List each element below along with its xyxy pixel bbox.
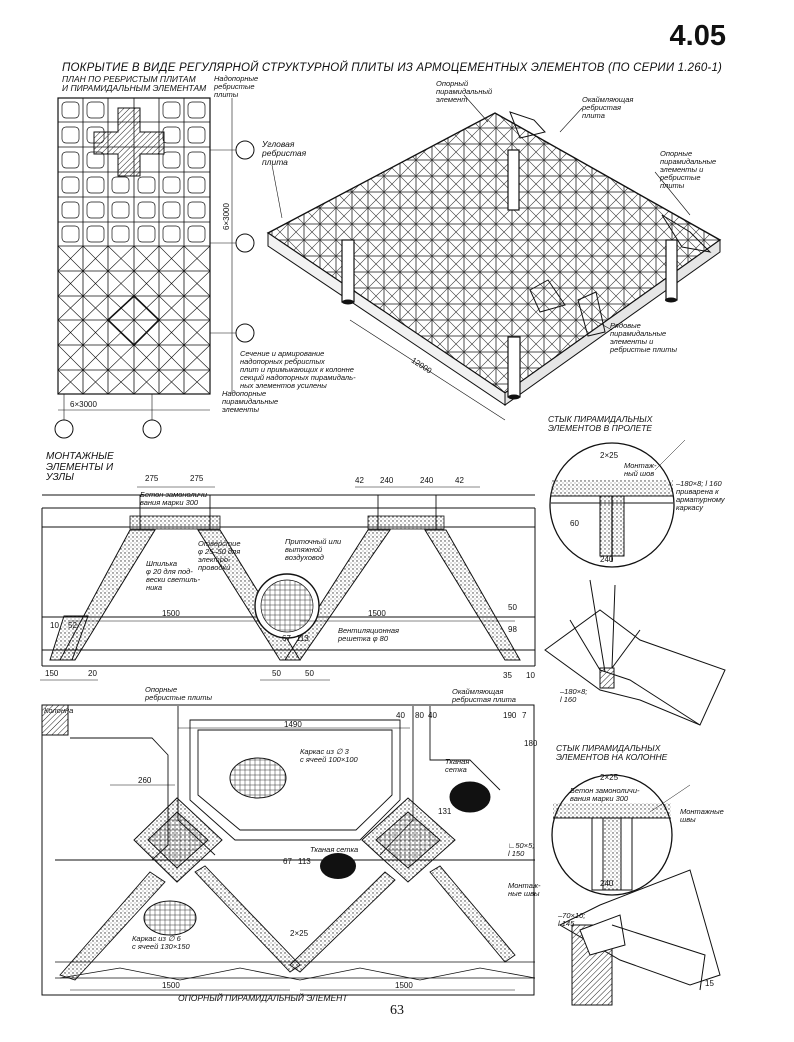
section-dim: 10	[50, 621, 59, 630]
planb-frame1: Каркас из ∅ 3 с ячеей 100×100	[300, 747, 358, 764]
detail2-dim: 240	[600, 879, 614, 888]
plan-caption: ПЛАН ПО РЕБРИСТЫМ ПЛИТАМ И ПИРАМИДАЛЬНЫМ…	[62, 74, 207, 93]
section-dim: 275	[190, 474, 204, 483]
axon-label-corner: Угловая ребристая плита	[262, 139, 307, 167]
page-number: 4.05	[669, 20, 726, 52]
planb-dim: 7	[522, 711, 527, 720]
detail2-weld: Монтажные швы	[680, 807, 724, 824]
plan-note: Сечение и армирование надопорных ребрист…	[240, 349, 356, 390]
planb-dim: 113	[298, 857, 311, 866]
detail1-plate: –180×8; l 160	[560, 687, 588, 704]
section-elevation	[40, 486, 536, 681]
planb-mesh2: Тканая сетка	[310, 845, 359, 854]
sheet-title: ПОКРЫТИЕ В ВИДЕ РЕГУЛЯРНОЙ СТРУКТУРНОЙ П…	[62, 62, 723, 74]
planb-dim: 40	[428, 711, 437, 720]
planb-frame2: Каркас из ∅ 6 с ячеей 130×150	[132, 934, 190, 951]
section-duct-note: Приточный или вытяжной воздуховод	[285, 537, 342, 562]
section-dim: 35	[503, 671, 512, 680]
section-dim: 98	[508, 625, 517, 634]
section-caption: МОНТАЖНЫЕ ЭЛЕМЕНТЫ И УЗЛЫ	[46, 451, 114, 483]
detail2-dim: 2×25	[600, 773, 619, 782]
planb-dim: 67	[283, 857, 292, 866]
section-concrete-note: Бетон замоноличи- вания марки 300	[140, 490, 210, 507]
planb-label-ribbed: Опорные ребристые плиты	[145, 685, 212, 702]
axon-label-row: Рядовые пирамидальные элементы и ребрист…	[610, 321, 677, 354]
section-dim: 240	[420, 476, 434, 485]
plan-label-top: Надопорные ребристые плиты	[214, 74, 259, 99]
planb-dim: 1500	[162, 981, 180, 990]
planb-label-edge: Окаймляющая ребристая плита	[452, 687, 516, 704]
section-dim: 42	[455, 476, 464, 485]
detail-joint-column	[551, 774, 673, 896]
footer-page-number: 63	[390, 1003, 404, 1018]
plan-label-bottom: Надопорные пирамидальные элементы	[222, 389, 279, 414]
plan-dim-bottom: 6×3000	[70, 400, 97, 409]
detail1-spec: –180×8; l 160 приварена к арматурному ка…	[676, 479, 725, 512]
detail2-concrete: Бетон замоноличи- вания марки 300	[570, 786, 640, 803]
section-dim: 50	[305, 669, 314, 678]
detail2-dim: 15	[705, 979, 714, 988]
plan-detail	[41, 704, 536, 996]
planb-mesh1: Тканая сетка	[445, 757, 470, 774]
detail1-dim: 2×25	[600, 451, 619, 460]
planb-dim: 1490	[284, 720, 302, 729]
section-dim: 50	[508, 603, 517, 612]
planb-label-column: Колонна	[44, 706, 74, 715]
section-pin-note: Шпилька φ 20 для под- вески светиль- ник…	[146, 559, 201, 592]
planb-dim: 2×25	[290, 929, 309, 938]
section-dim: 275	[145, 474, 159, 483]
axon-label-support: Опорный пирамидальный элемент	[436, 79, 493, 104]
detail1-dim: 60	[570, 519, 579, 528]
detail1-weld: Монтаж- ный шов	[624, 461, 657, 478]
planb-dim: 131	[438, 807, 452, 816]
planb-dim: 260	[138, 776, 152, 785]
axon-label-support-ribbed: Опорные пирамидальные элементы и ребрист…	[660, 149, 717, 190]
detail-joint-column-iso	[558, 869, 721, 1006]
detail2-caption: СТЫК ПИРАМИДАЛЬНЫХ ЭЛЕМЕНТОВ НА КОЛОННЕ	[556, 743, 668, 762]
section-dim: 20	[88, 669, 97, 678]
planb-dim: 80	[415, 711, 424, 720]
planb-dim: 190	[503, 711, 517, 720]
section-dim: 150	[45, 669, 59, 678]
section-dim: 50	[272, 669, 281, 678]
plan-dim-side: 6×3000	[222, 203, 231, 230]
planb-dim: 1500	[395, 981, 413, 990]
section-holes-note: Отверстие φ 25–50 для электро- проводки	[198, 539, 241, 572]
detail-joint-span-iso	[544, 579, 726, 726]
section-dim: 10	[526, 671, 535, 680]
section-grille-note: Вентиляционная решетка φ 80	[338, 626, 400, 643]
section-dim: 1500	[368, 609, 386, 618]
section-dim: 113	[296, 634, 309, 643]
detail2-plate: –70×10; l 145	[558, 911, 586, 928]
plan-drawing	[54, 97, 255, 439]
axon-label-edge: Окаймляющая ребристая плита	[582, 95, 634, 120]
planb-weld: Монтаж- ные швы	[508, 881, 541, 898]
detail1-caption: СТЫК ПИРАМИДАЛЬНЫХ ЭЛЕМЕНТОВ В ПРОЛЕТЕ	[548, 414, 653, 433]
detail1-dim: 240	[600, 555, 614, 564]
detail-joint-span	[549, 442, 675, 568]
planb-dim: 40	[396, 711, 405, 720]
section-dim: 52	[68, 621, 77, 630]
section-dim: 67	[282, 634, 291, 643]
planb-angle: ∟50×5; l 150	[508, 841, 535, 858]
planb-dim: 180	[524, 739, 538, 748]
section-dim: 42	[355, 476, 364, 485]
axonometric-slab	[266, 94, 722, 421]
section-dim: 1500	[162, 609, 180, 618]
section-dim: 240	[380, 476, 394, 485]
planb-bottom-caption: ОПОРНЫЙ ПИРАМИДАЛЬНЫЙ ЭЛЕМЕНТ	[178, 993, 348, 1003]
